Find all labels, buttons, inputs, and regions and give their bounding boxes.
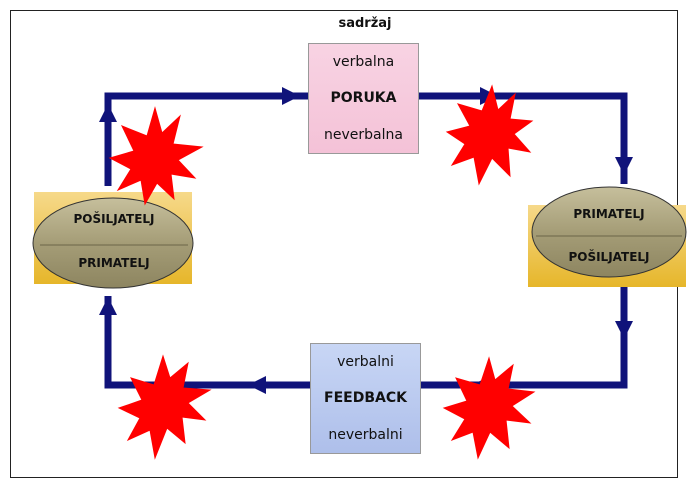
- feedback-nonverbal-label: neverbalni: [328, 426, 403, 443]
- left-node-receiver-label: PRIMATELJ: [78, 256, 150, 270]
- arrow-down-right-bottom: [615, 321, 633, 339]
- arrow-left-bottom-2: [248, 376, 266, 394]
- feedback-title: FEEDBACK: [324, 390, 407, 407]
- arrow-right-top-1: [282, 87, 300, 105]
- noise-burst-top-left: [108, 106, 204, 206]
- noise-burst-bottom-right: [442, 356, 536, 460]
- noise-burst-top-right: [445, 84, 534, 186]
- arrow-up-left-bottom: [99, 297, 117, 315]
- feedback-verbal-label: verbalni: [337, 354, 394, 371]
- right-node-receiver-label: PRIMATELJ: [573, 207, 645, 221]
- noise-bursts: [108, 84, 536, 460]
- feedback-box: verbalni FEEDBACK neverbalni: [310, 343, 421, 454]
- left-node-sender-label: POŠILJATELJ: [73, 212, 155, 226]
- arrow-up-left-top: [99, 104, 117, 122]
- message-verbal-label: verbalna: [332, 54, 395, 71]
- message-box: verbalna PORUKA neverbalna: [308, 43, 419, 154]
- arrow-down-right-top: [615, 157, 633, 175]
- message-title: PORUKA: [330, 90, 397, 107]
- message-nonverbal-label: neverbalna: [324, 126, 403, 143]
- right-node-ellipse: [531, 186, 687, 278]
- content-label: sadržaj: [338, 16, 392, 31]
- right-node-sender-label: POŠILJATELJ: [568, 250, 650, 264]
- noise-burst-bottom-left: [117, 354, 212, 460]
- left-node-ellipse: [32, 197, 194, 289]
